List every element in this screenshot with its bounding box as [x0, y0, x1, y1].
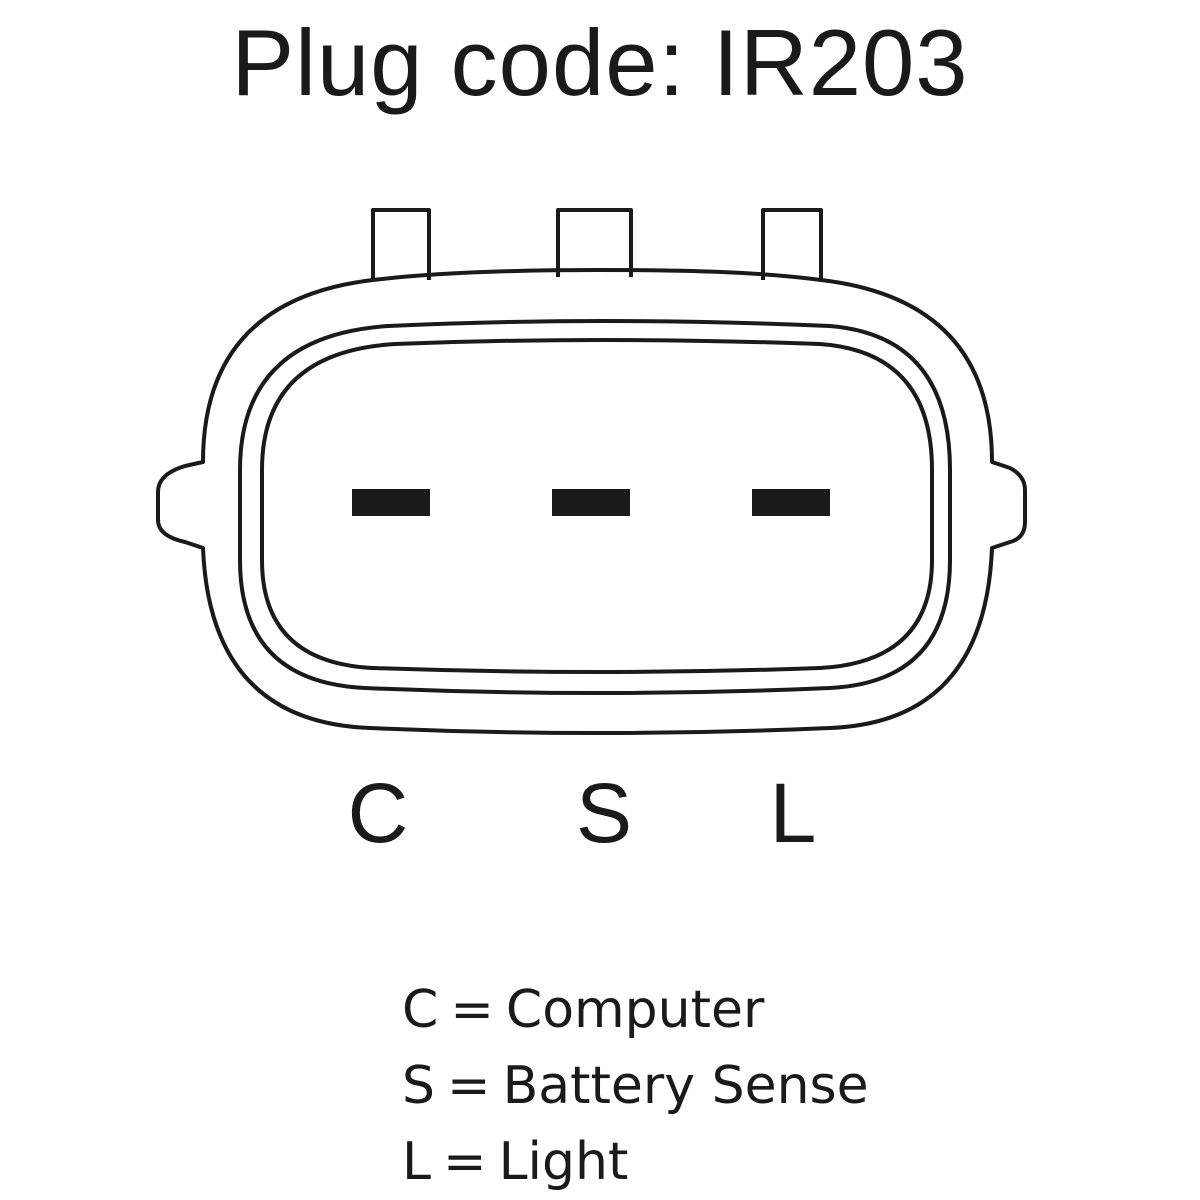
legend-meaning: Computer: [505, 980, 765, 1040]
legend-meaning: Light: [498, 1132, 629, 1192]
legend-row-light: L=Light: [402, 1124, 869, 1200]
terminal-tab-middle: [556, 208, 633, 277]
pin-legend: C=Computer S=Battery Sense L=Light: [402, 972, 869, 1200]
connector-inner-rim: [238, 319, 952, 695]
legend-code: S: [402, 1056, 436, 1116]
terminal-tab-left: [371, 208, 431, 280]
connector-socket-face: [260, 338, 934, 674]
pin-slot-s: [552, 489, 630, 516]
legend-code: L: [402, 1132, 431, 1192]
pin-label-l: L: [770, 766, 817, 860]
terminal-tab-right: [761, 208, 823, 280]
legend-meaning: Battery Sense: [502, 1056, 869, 1116]
legend-row-computer: C=Computer: [402, 972, 869, 1048]
legend-row-battery-sense: S=Battery Sense: [402, 1048, 869, 1124]
pin-label-c: C: [348, 766, 409, 860]
connector-housing: [156, 268, 1027, 735]
pin-label-s: S: [576, 766, 632, 860]
legend-equals: =: [450, 980, 494, 1040]
pin-slot-l: [752, 489, 830, 516]
pin-slot-c: [352, 489, 430, 516]
legend-equals: =: [447, 1056, 491, 1116]
legend-equals: =: [442, 1132, 487, 1192]
plug-code-title: Plug code: IR203: [231, 10, 969, 115]
legend-code: C: [402, 980, 439, 1040]
